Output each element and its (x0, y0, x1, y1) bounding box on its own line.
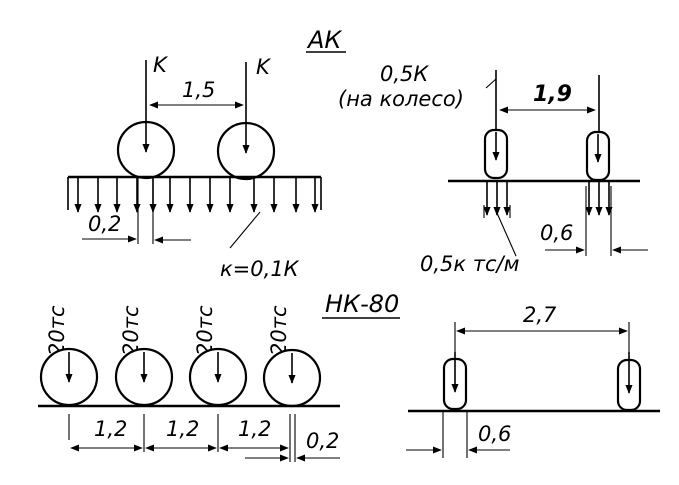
ak-wheel-load-label: 0,5К (380, 62, 429, 86)
nk80-track-scheme: 2,7 0,6 (406, 303, 660, 458)
nk80-title-group: НК-80 (322, 290, 400, 319)
ak-track-distributed-label: 0,5к тс/м (420, 252, 520, 276)
ak-track-distributed-leader (496, 212, 517, 257)
nk80-load-label-4: 20тс (267, 305, 291, 356)
ak-load-label-right: K (256, 55, 272, 79)
ak-load-label-left: K (153, 53, 169, 77)
nk80-title: НК-80 (325, 290, 399, 318)
ak-spacing-label: 1,5 (182, 78, 215, 102)
nk80-track-edge-label: 0,6 (478, 422, 511, 446)
nk80-wheel-scheme: 20тс 20тс 20тс 20тс 1,2 1,2 (38, 305, 340, 462)
ak-track-edge-label: 0,6 (540, 221, 573, 245)
ak-title: АК (306, 26, 342, 54)
nk80-load-label-1: 20тс (45, 305, 69, 356)
nk80-spacing-label-2: 1,2 (166, 417, 199, 441)
ak-offset-label: 0,2 (88, 212, 121, 236)
ak-title-group: АК (306, 26, 346, 54)
nk80-axle-4: 20тс (262, 305, 322, 408)
ak-distributed-leader (229, 211, 261, 249)
ak-tire-right-distributed (585, 182, 613, 216)
ak-track-scheme: 0,5К (на колесо) 1,9 0,6 0, (338, 62, 648, 276)
nk80-offset-label: 0,2 (306, 429, 339, 453)
ak-wheel-scheme: K K 1,5 0,2 к=0,1К (67, 53, 322, 281)
nk80-load-label-2: 20тс (119, 305, 143, 356)
ak-wheel-load-note: (на колесо) (338, 87, 464, 111)
ak-distributed-load-arrows (74, 178, 319, 213)
nk80-track-spacing-label: 2,7 (523, 303, 557, 327)
nk80-spacing-label-3: 1,2 (238, 417, 271, 441)
nk80-axle-2: 20тс (114, 305, 174, 407)
ak-track-spacing-label: 1,9 (533, 82, 572, 107)
ak-wheel-load-leader (485, 78, 497, 89)
nk80-axle-3: 20тс (188, 305, 248, 407)
ak-tire-left-distributed (483, 181, 511, 216)
nk80-spacing-label-1: 1,2 (94, 417, 127, 441)
nk80-axle-1: 20тс (39, 305, 99, 407)
nk80-load-label-3: 20тс (193, 305, 217, 356)
ak-distributed-label: к=0,1К (220, 257, 300, 281)
